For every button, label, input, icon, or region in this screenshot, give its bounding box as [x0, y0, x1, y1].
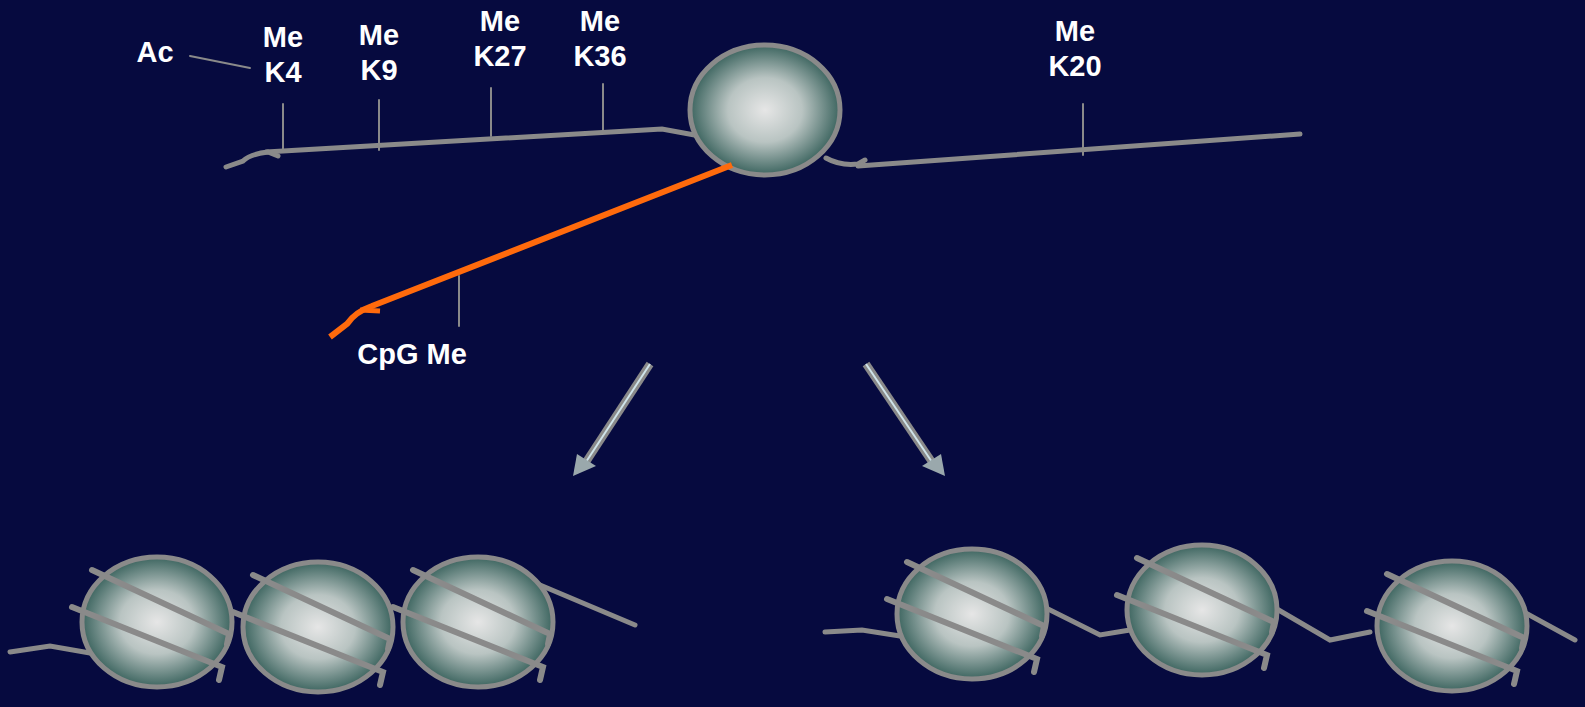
nucleosome-bead	[1367, 561, 1527, 691]
histone-mark-label: Me K36	[573, 4, 626, 74]
nucleosome-bead	[393, 557, 553, 687]
nucleosome-bead	[1117, 545, 1277, 675]
histone-mark-label: Me K9	[359, 18, 399, 88]
histone-mark-label: Me K20	[1048, 14, 1101, 84]
nucleosome-bead	[233, 562, 393, 692]
histone-mark-label: Me K27	[473, 4, 526, 74]
histone-mark-label: Me K4	[263, 20, 303, 90]
nucleosome-bead	[72, 557, 232, 687]
histone-mark-label: Ac	[136, 35, 173, 70]
nucleosome-bead	[887, 549, 1047, 679]
histone-mark-label: CpG Me	[357, 337, 467, 372]
